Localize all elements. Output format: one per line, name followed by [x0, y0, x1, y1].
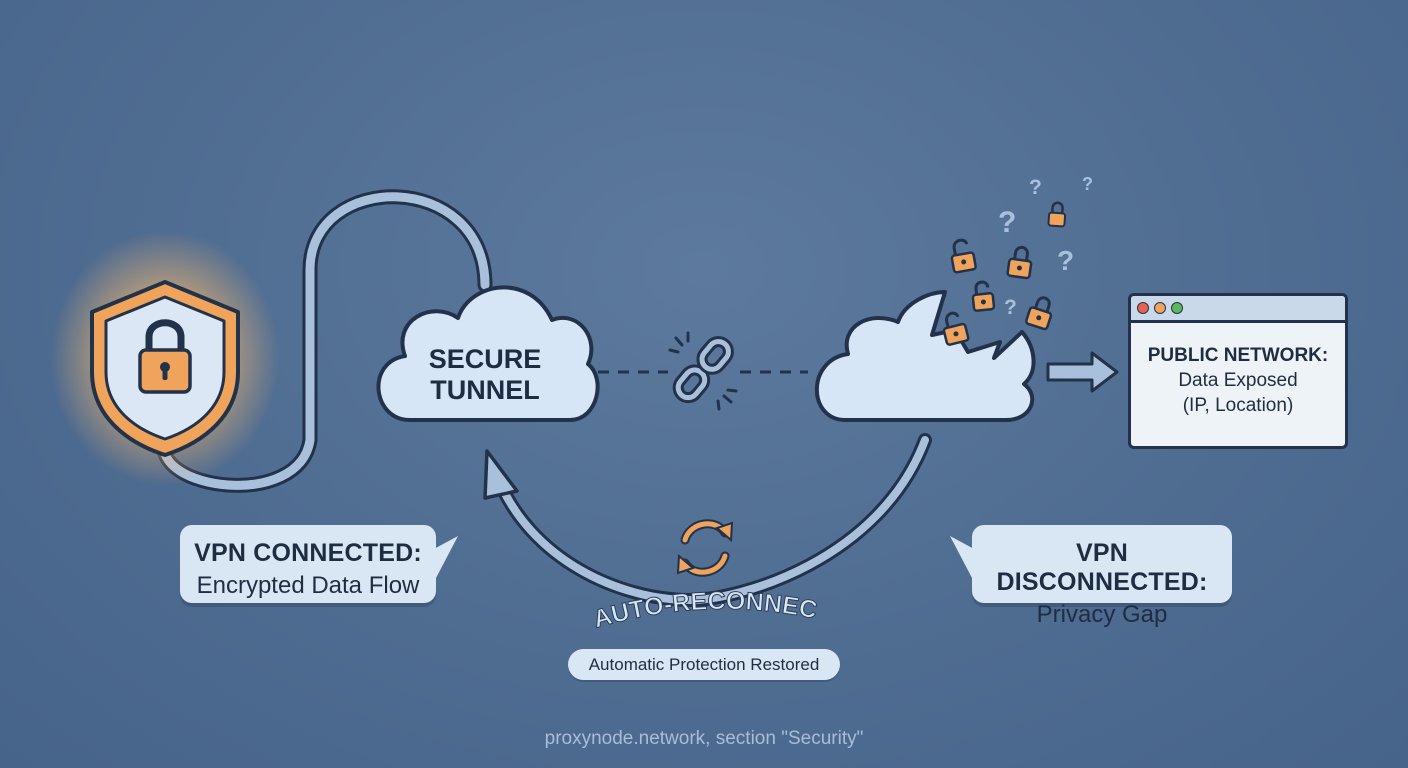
protection-restored-label: Automatic Protection Restored: [568, 649, 840, 680]
question-mark-icon: ?: [1082, 174, 1093, 194]
vpn-disconnected-callout: VPN DISCONNECTED: Privacy Gap: [972, 525, 1232, 628]
question-mark-icon: ?: [1029, 176, 1042, 199]
vpn-connected-title: VPN CONNECTED:: [194, 539, 422, 567]
public-network-title: PUBLIC NETWORK:: [1147, 345, 1329, 366]
tunnel-label-line2: TUNNEL: [430, 375, 540, 405]
question-mark-icon: ?: [1057, 245, 1074, 276]
browser-window-icon: PUBLIC NETWORK: Data Exposed (IP, Locati…: [1128, 293, 1348, 449]
tunnel-label-line1: SECURE: [429, 344, 542, 374]
public-network-line2: (IP, Location): [1182, 395, 1294, 416]
window-maximize-dot: [1171, 302, 1183, 314]
open-padlock-icon: [1025, 296, 1053, 331]
source-caption: proxynode.network, section "Security": [544, 728, 864, 749]
window-close-dot: [1137, 302, 1149, 314]
auto-reconnect-arrowhead: [483, 449, 519, 500]
window-minimize-dot: [1154, 302, 1166, 314]
open-padlock-icon: [942, 311, 970, 346]
question-mark-icon: ?: [998, 206, 1016, 239]
disconnected-bubble-tail: [950, 536, 976, 578]
open-padlock-icon: [950, 238, 977, 274]
public-network-line1: Data Exposed: [1178, 370, 1298, 391]
shield-lock-icon: [90, 280, 240, 457]
open-padlock-icon: [971, 280, 996, 312]
vpn-connected-subtitle: Encrypted Data Flow: [196, 572, 420, 599]
open-padlock-icon: [1006, 245, 1033, 280]
connected-bubble-tail: [432, 536, 458, 578]
broken-chain-icon: [672, 336, 734, 404]
break-spark-icon: [668, 331, 738, 411]
broken-cloud: [814, 290, 1036, 422]
vpn-connected-callout: VPN CONNECTED: Encrypted Data Flow: [180, 525, 436, 603]
vpn-disconnected-subtitle: Privacy Gap: [1036, 601, 1168, 628]
open-padlock-icon: [1047, 201, 1067, 228]
arrow-right-icon: [1046, 351, 1119, 393]
question-mark-icon: ?: [1004, 296, 1017, 319]
refresh-icon: [676, 519, 734, 577]
window-titlebar: [1131, 296, 1345, 323]
vpn-disconnected-title: VPN DISCONNECTED:: [996, 539, 1208, 596]
secure-tunnel-cloud: [376, 285, 600, 422]
